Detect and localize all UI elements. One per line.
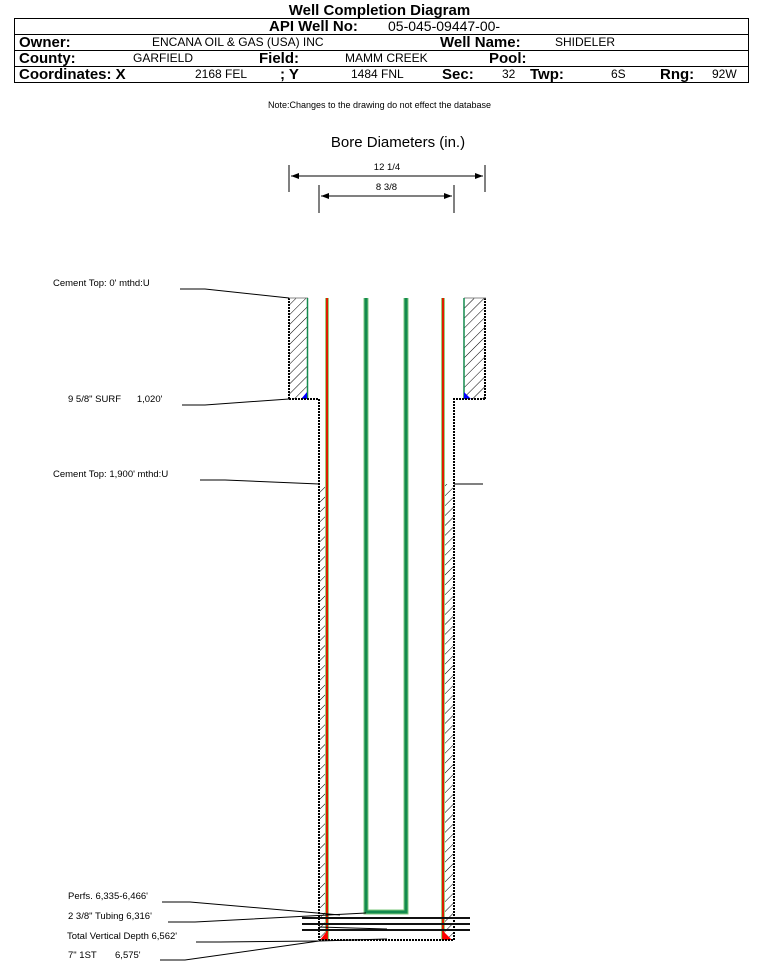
leader-tvd bbox=[196, 940, 320, 943]
sec-label: Sec: bbox=[442, 66, 474, 83]
leader-production-casing bbox=[160, 940, 320, 961]
bore-dimension-inner bbox=[318, 185, 455, 213]
leader-perfs bbox=[162, 901, 341, 916]
pool-label: Pool: bbox=[489, 50, 527, 67]
casing-shoe-icon bbox=[320, 931, 327, 940]
annotation-perfs: Perfs. 6,335-6,466' bbox=[68, 891, 148, 902]
coord-y-label: ; Y bbox=[280, 66, 299, 83]
sec-value: 32 bbox=[502, 67, 516, 81]
field-label: Field: bbox=[259, 50, 299, 67]
coord-x-label: Coordinates: X bbox=[19, 66, 126, 83]
leader-perfs-internal bbox=[318, 926, 388, 930]
owner-value: ENCANA OIL & GAS (USA) INC bbox=[152, 35, 324, 49]
annotation-production-casing: 7" 1ST 6,575' bbox=[68, 950, 141, 961]
annotation-cement-top-surface: Cement Top: 0' mthd:U bbox=[53, 278, 150, 289]
perforations bbox=[302, 917, 470, 931]
annotation-tubing: 2 3/8" Tubing 6,316' bbox=[68, 911, 152, 922]
well-name-value: SHIDELER bbox=[555, 35, 616, 49]
production-casing bbox=[320, 298, 452, 940]
production-cement-left bbox=[320, 484, 326, 940]
diagram-title: Well Completion Diagram bbox=[288, 2, 471, 19]
casing-shoe-icon bbox=[443, 931, 452, 940]
coord-y-value: 1484 FNL bbox=[351, 67, 404, 81]
production-cement-right bbox=[445, 484, 453, 940]
coordinates-row: Coordinates: X 2168 FEL ; Y 1484 FNL Sec… bbox=[15, 67, 748, 82]
leader-tubing bbox=[168, 912, 367, 923]
leader-tvd-internal bbox=[318, 938, 388, 942]
county-row: County: GARFIELD Field: MAMM CREEK Pool: bbox=[15, 51, 748, 67]
bore-diameter-inner-label: 8 3/8 bbox=[375, 182, 398, 193]
cement-shoe-icon bbox=[301, 392, 307, 399]
api-row: API Well No: 05-045-09447-00- bbox=[15, 19, 748, 35]
surface-cement-right bbox=[463, 297, 486, 399]
database-note: Note:Changes to the drawing do not effec… bbox=[268, 100, 491, 110]
owner-label: Owner: bbox=[19, 34, 71, 51]
rng-value: 92W bbox=[712, 67, 737, 81]
well-name-label: Well Name: bbox=[440, 34, 521, 51]
annotation-surface-casing: 9 5/8" SURF 1,020' bbox=[68, 394, 163, 405]
coord-x-value: 2168 FEL bbox=[195, 67, 248, 81]
well-header-table: API Well No: 05-045-09447-00- Owner: ENC… bbox=[14, 18, 749, 83]
cement-shoe-icon bbox=[464, 392, 471, 399]
rng-label: Rng: bbox=[660, 66, 695, 83]
county-value: GARFIELD bbox=[133, 51, 194, 65]
bore-diameter-outer-label: 12 1/4 bbox=[373, 162, 401, 173]
twp-label: Twp: bbox=[530, 66, 564, 83]
bore-dimension-outer bbox=[288, 165, 486, 192]
owner-row: Owner: ENCANA OIL & GAS (USA) INC Well N… bbox=[15, 35, 748, 51]
surface-casing-shoe bbox=[289, 398, 485, 940]
api-label: API Well No: bbox=[269, 18, 358, 35]
field-value: MAMM CREEK bbox=[345, 51, 428, 65]
annotation-tvd: Total Vertical Depth 6,562' bbox=[67, 931, 178, 942]
surface-cement-left bbox=[288, 297, 309, 399]
annotation-cement-top-production: Cement Top: 1,900' mthd:U bbox=[53, 469, 169, 480]
bore-diameters-title: Bore Diameters (in.) bbox=[330, 134, 466, 151]
leader-cement-top-production bbox=[200, 479, 320, 485]
tubing bbox=[363, 298, 409, 915]
leader-cement-top-surface bbox=[180, 288, 290, 299]
county-label: County: bbox=[19, 50, 76, 67]
api-value: 05-045-09447-00- bbox=[388, 18, 501, 34]
leader-surface-casing bbox=[182, 398, 290, 406]
leader-lines bbox=[160, 288, 388, 961]
twp-value: 6S bbox=[611, 67, 626, 81]
